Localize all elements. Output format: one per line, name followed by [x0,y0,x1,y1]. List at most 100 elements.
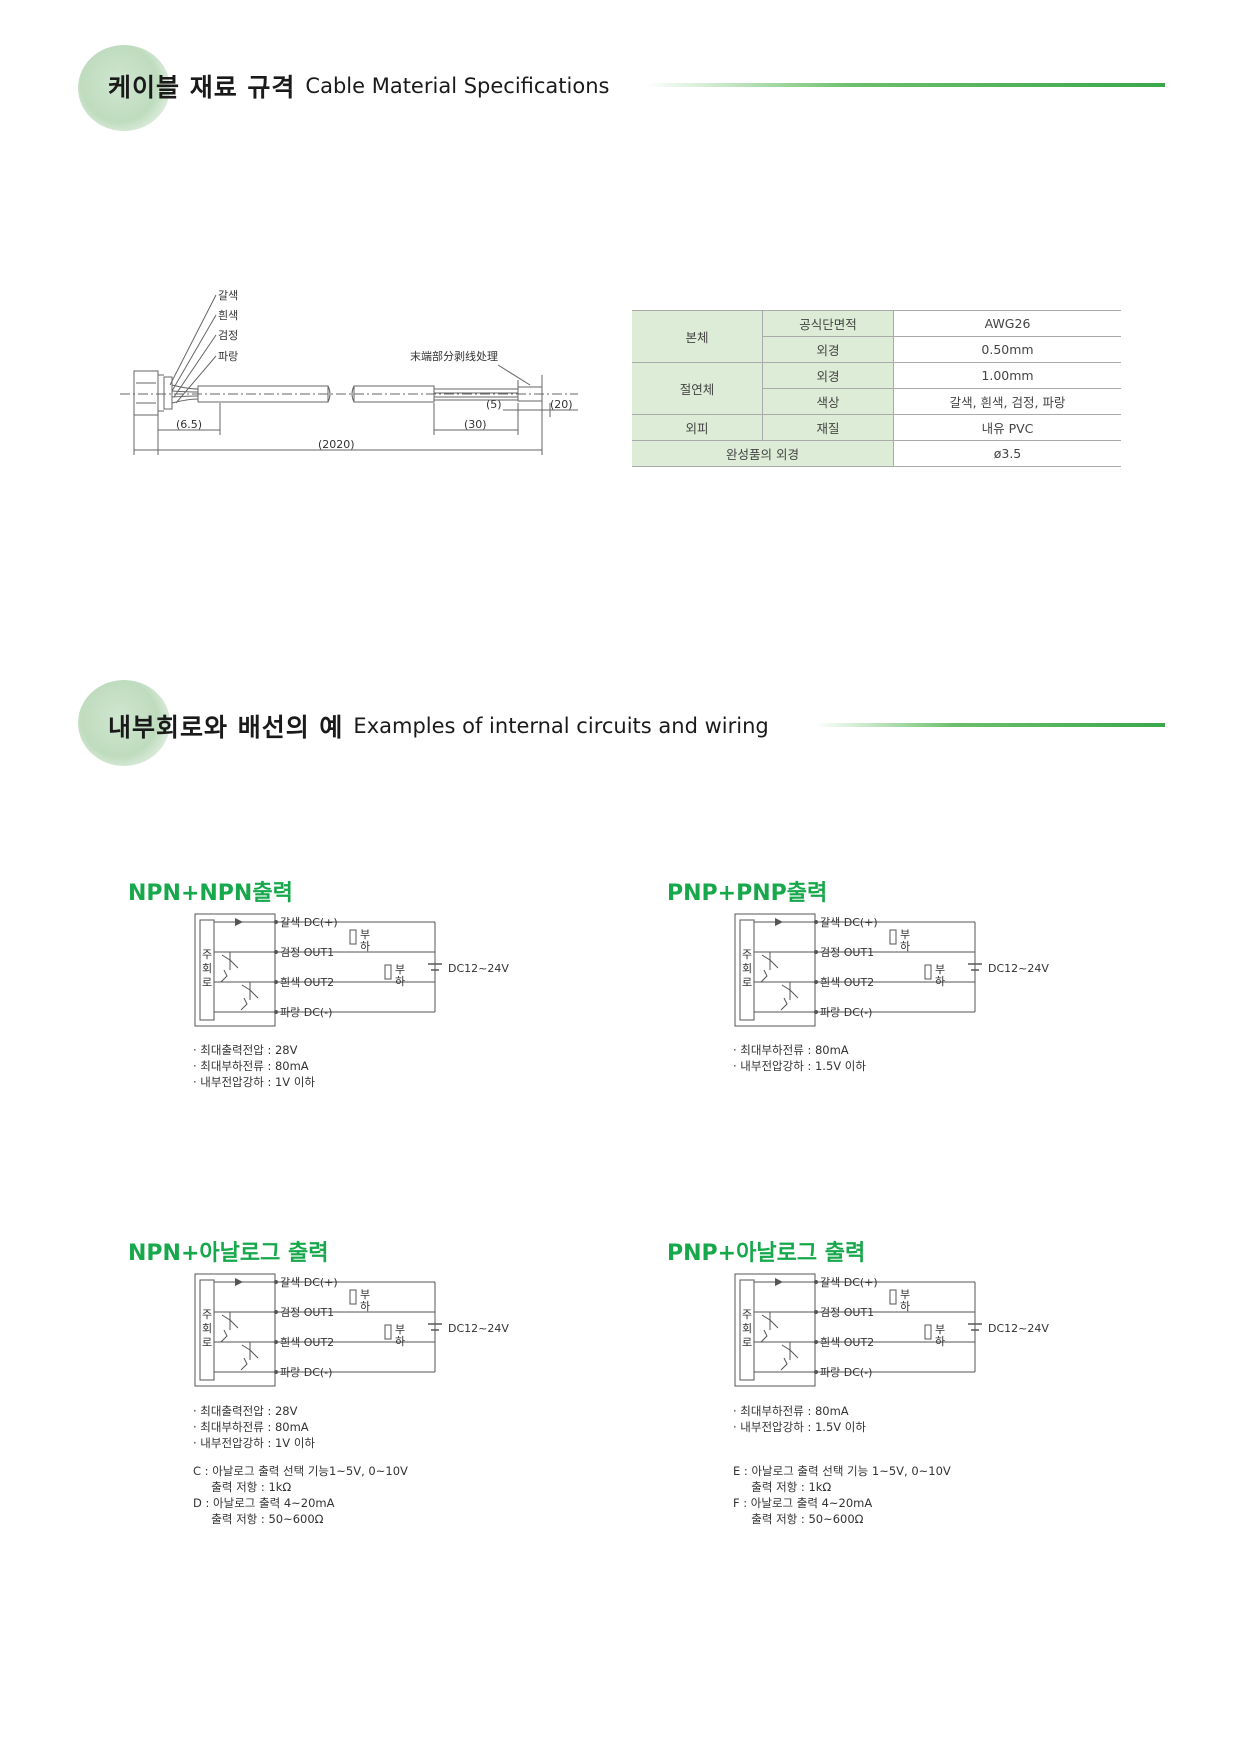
table-value-cell: 내유 PVC [893,414,1121,441]
main-circuit-block [739,919,755,1021]
load-resistor-icon [384,964,392,980]
heading-en: Examples of internal circuits and wiring [353,714,769,738]
load-label: 부 [935,963,945,976]
label-white-out2: 흰색 OUT2 [820,1336,874,1349]
label-brown-dc-plus: 갈색 DC(+) [280,915,338,929]
heading-en: Cable Material Specifications [305,74,610,98]
table-row: 색상 갈색, 흰색, 검정, 파랑 [632,388,1121,415]
main-circuit-block [199,1279,215,1381]
wire-label-black: 검정 [218,329,238,342]
heading-decoration [78,680,170,766]
subhead-npn-analog: NPN+아날로그 출력 [128,1241,329,1266]
table-value-cell: AWG26 [893,310,1121,337]
load-label: 하 [900,1299,910,1313]
main-circuit-label: 로 [742,1336,752,1349]
wire-label-blue: 파랑 [218,350,238,363]
diode-icon [775,1278,783,1286]
load-label: 하 [900,939,910,953]
table-group-cell: 절연체 [632,362,763,415]
zener-icon [760,969,788,1011]
spec-table: 본체 공식단면적 AWG26 외경 0.50mm 절연체 외경 1.00mm 색… [632,310,1121,467]
load-label: 부 [360,928,370,941]
table-group-cell: 본체 [632,310,763,363]
main-circuit-label: 로 [742,976,752,989]
label-black-out1: 검정 OUT1 [820,1306,874,1319]
load-resistor-icon [349,1289,357,1305]
load-resistor-icon [924,1324,932,1340]
table-attr-cell: 공식단면적 [762,310,894,337]
wire-label-white: 흰색 [218,309,238,322]
table-row: 절연체 외경 1.00mm [632,362,1121,415]
notes-npn-npn: · 최대출력전압 : 28V · 최대부하전류 : 80mA · 내부전압강하 … [193,1043,315,1089]
main-circuit-label: 로 [202,1336,212,1349]
load-resistor-icon [349,929,357,945]
label-blue-dc-minus: 파랑 DC(-) [280,1366,332,1379]
main-circuit-label: 회 [742,962,752,975]
dim-6-5: (6.5) [176,418,202,431]
section-heading-circuits: 내부회로와 배선의 예 Examples of internal circuit… [108,708,769,744]
transistor-icon [761,952,799,1000]
load-label: 하 [935,1334,945,1348]
zener-icon [220,969,248,1011]
load-resistor-icon [889,929,897,945]
wire-label-brown: 갈색 [218,288,238,302]
sensor-enclosure [734,913,816,1027]
heading-decoration [78,45,170,131]
strip-note: 末端部分剥线处理 [410,349,498,363]
section-heading-cable: 케이블 재료 규격 Cable Material Specifications [108,68,609,104]
sensor-enclosure [194,913,276,1027]
label-white-out2: 흰색 OUT2 [280,1336,334,1349]
notes-pnp-pnp: · 최대부하전류 : 80mA · 내부전압강하 : 1.5V 이하 [733,1043,866,1073]
dim-2020: (2020) [318,438,355,451]
main-circuit-label: 주 [742,948,752,961]
label-brown-dc-plus: 갈색 DC(+) [280,1275,338,1289]
supply-label: DC12~24V [988,1322,1049,1335]
heading-rule [815,723,1165,727]
main-circuit-label: 주 [742,1308,752,1321]
label-white-out2: 흰색 OUT2 [820,976,874,989]
main-circuit-block [199,919,215,1021]
label-white-out2: 흰색 OUT2 [280,976,334,989]
cable-connector [133,370,159,416]
table-row: 외경 0.50mm [632,336,1121,363]
load-label: 하 [360,939,370,953]
cable-diagram: 갈색 흰색 검정 파랑 末端部分剥线处理 (6.5) (5) (20) (30)… [120,288,578,455]
load-label: 부 [395,963,405,976]
dim-30: (30) [464,418,487,431]
main-circuit-label: 로 [202,976,212,989]
load-label: 부 [900,928,910,941]
table-group-cell: 외피 [632,414,763,441]
label-black-out1: 검정 OUT1 [280,1306,334,1319]
label-black-out1: 검정 OUT1 [280,946,334,959]
label-black-out1: 검정 OUT1 [820,946,874,959]
main-circuit-label: 회 [202,1322,212,1335]
main-circuit-label: 회 [202,962,212,975]
label-blue-dc-minus: 파랑 DC(-) [820,1366,872,1379]
diode-icon [235,1278,243,1286]
table-value-cell: 1.00mm [893,362,1121,389]
table-value-cell: 갈색, 흰색, 검정, 파랑 [893,388,1121,415]
main-circuit-label: 주 [202,948,212,961]
load-resistor-icon [889,1289,897,1305]
subhead-npn-npn: NPN+NPN출력 [128,881,293,906]
table-row: 완성품의 외경 ø3.5 [632,440,1121,467]
main-circuit-label: 회 [742,1322,752,1335]
table-value-cell: 0.50mm [893,336,1121,363]
dim-5: (5) [486,398,502,411]
table-row: 본체 공식단면적 AWG26 [632,310,1121,363]
notes-pnp-analog: · 최대부하전류 : 80mA · 내부전압강하 : 1.5V 이하 [733,1404,866,1434]
load-resistor-icon [924,964,932,980]
label-brown-dc-plus: 갈색 DC(+) [820,1275,878,1289]
load-label: 부 [935,1323,945,1336]
load-label: 하 [360,1299,370,1313]
zener-icon [760,1329,788,1371]
label-brown-dc-plus: 갈색 DC(+) [820,915,878,929]
supply-label: DC12~24V [448,962,509,975]
load-label: 부 [900,1288,910,1301]
transistor-icon [761,1312,799,1360]
heading-rule [645,83,1165,87]
diode-icon [775,918,783,926]
